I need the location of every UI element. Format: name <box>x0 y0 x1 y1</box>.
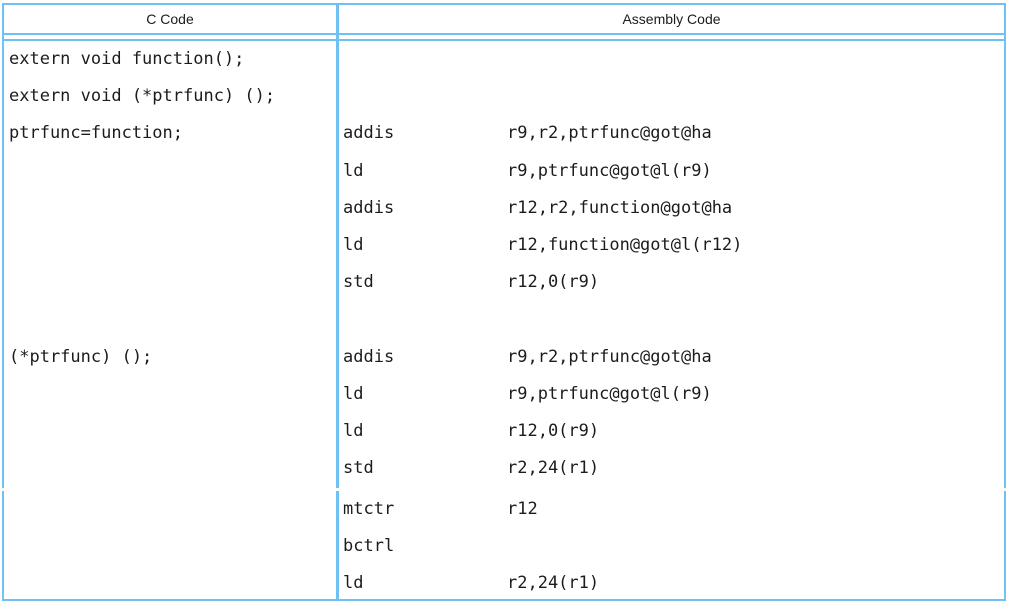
c-code-line <box>9 491 336 528</box>
c-code-cell: extern void function(); extern void (*ptr… <box>4 41 339 488</box>
asm-opcode: ld <box>343 383 364 404</box>
c-code-line <box>9 227 336 264</box>
c-code-line: (*ptrfunc) (); <box>9 346 153 367</box>
header-double-separator <box>2 33 1006 41</box>
asm-opcode: addis <box>343 346 395 367</box>
c-code-line <box>9 153 336 190</box>
c-code-line <box>9 565 336 599</box>
asm-code-line <box>343 301 1004 338</box>
asm-code-line: ld r9,ptrfunc@got@l(r9) <box>343 376 1004 413</box>
header-cell-assembly-code: Assembly Code <box>339 5 1004 33</box>
table-row-main: extern void function(); extern void (*ptr… <box>2 41 1006 488</box>
asm-operands: r12 <box>507 499 538 519</box>
c-code-line: extern void (*ptrfunc) (); <box>9 86 276 107</box>
asm-code-line <box>343 41 1004 78</box>
table-header-row: C Code Assembly Code <box>2 3 1006 33</box>
row-divider-gap <box>2 488 1006 491</box>
c-code-cell <box>4 491 339 599</box>
asm-code-line: addis r9,r2,ptrfunc@got@ha <box>343 339 1004 376</box>
asm-code-line: mtctr r12 <box>343 491 1004 528</box>
asm-code-line: std r2,24(r1) <box>343 450 1004 487</box>
asm-code-line: ld r9,ptrfunc@got@l(r9) <box>343 153 1004 190</box>
asm-code-line: addis r9,r2,ptrfunc@got@ha <box>343 115 1004 152</box>
asm-code-line: std r12,0(r9) <box>343 264 1004 301</box>
c-code-line <box>9 190 336 227</box>
asm-opcode: ld <box>343 234 364 255</box>
c-code-line <box>9 528 336 565</box>
asm-code-line: ld r2,24(r1) <box>343 565 1004 599</box>
asm-operands: r9,ptrfunc@got@l(r9) <box>507 383 712 404</box>
asm-opcode <box>343 41 507 78</box>
asm-opcode: ld <box>343 420 364 441</box>
asm-code-line: addis r12,r2,function@got@ha <box>343 190 1004 227</box>
asm-opcode: addis <box>343 123 395 144</box>
header-c-code-label: C Code <box>146 11 194 27</box>
c-code-line <box>9 301 336 338</box>
code-comparison-table: C Code Assembly Code extern void functio… <box>2 3 1006 601</box>
asm-code-line <box>343 78 1004 115</box>
asm-opcode: ld <box>343 573 364 594</box>
header-cell-c-code: C Code <box>4 5 339 33</box>
c-code-line <box>9 413 336 450</box>
asm-operands: r2,24(r1) <box>507 573 600 594</box>
asm-code-line: ld r12,0(r9) <box>343 413 1004 450</box>
asm-opcode: std <box>343 458 374 479</box>
asm-opcode: bctrl <box>343 536 395 557</box>
c-code-line: extern void function(); <box>9 49 245 69</box>
assembly-code-cell: mtctr r12 bctrl ld r2,24(r1) <box>339 491 1004 599</box>
asm-opcode: std <box>343 272 374 293</box>
asm-opcode <box>343 301 507 338</box>
header-assembly-code-label: Assembly Code <box>622 11 721 27</box>
c-code-line: ptrfunc=function; <box>9 123 183 144</box>
asm-operands: r9,r2,ptrfunc@got@ha <box>507 123 712 144</box>
assembly-code-cell: addis r9,r2,ptrfunc@got@ha ld r9,ptrfunc@go… <box>339 41 1004 488</box>
separator-right-segment <box>339 35 1004 39</box>
separator-left-segment <box>4 35 339 39</box>
c-code-line <box>9 264 336 301</box>
asm-code-line: bctrl <box>343 528 1004 565</box>
asm-opcode: mtctr <box>343 499 395 519</box>
asm-operands: r9,ptrfunc@got@l(r9) <box>507 160 712 181</box>
asm-operands: r9,r2,ptrfunc@got@ha <box>507 346 712 367</box>
asm-operands: r12,function@got@l(r12) <box>507 234 743 255</box>
asm-opcode: ld <box>343 160 364 181</box>
c-code-line <box>9 450 336 487</box>
c-code-line <box>9 376 336 413</box>
asm-operands: r12,r2,function@got@ha <box>507 197 733 218</box>
asm-opcode <box>343 78 507 115</box>
asm-operands: r2,24(r1) <box>507 458 600 479</box>
table-row-call-sequence: mtctr r12 bctrl ld r2,24(r1) <box>2 491 1006 601</box>
asm-operands: r12,0(r9) <box>507 420 600 441</box>
asm-code-line: ld r12,function@got@l(r12) <box>343 227 1004 264</box>
asm-operands: r12,0(r9) <box>507 272 600 293</box>
asm-opcode: addis <box>343 197 395 218</box>
